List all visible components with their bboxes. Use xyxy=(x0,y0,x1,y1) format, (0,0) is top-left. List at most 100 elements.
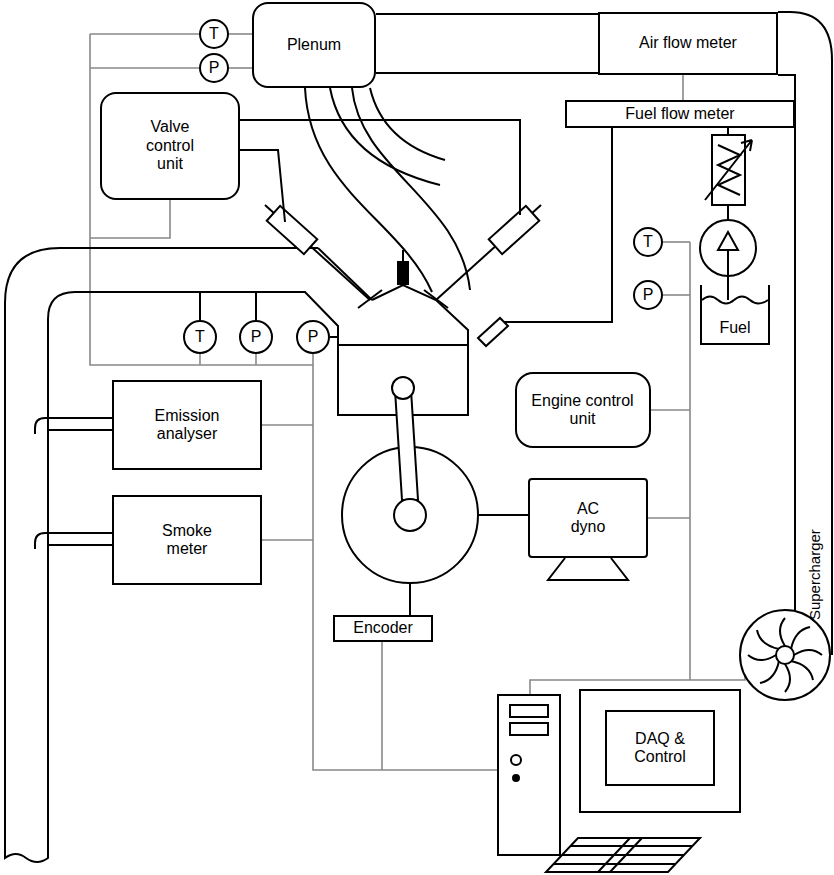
node-text: Emission analyser xyxy=(137,407,237,444)
injector xyxy=(478,318,508,346)
connecting-rod xyxy=(395,390,418,500)
signal-wire xyxy=(229,33,252,35)
intake-runner xyxy=(352,88,470,290)
fuel-line xyxy=(727,205,729,220)
signal-wire xyxy=(90,67,199,69)
signal-wire xyxy=(199,354,201,365)
exhaust-port xyxy=(318,248,372,300)
encoder-shaft xyxy=(409,583,411,615)
pressure-sensor: P xyxy=(633,280,663,310)
signal-wire xyxy=(663,241,690,243)
drive-bay xyxy=(510,723,548,735)
signal-bus xyxy=(313,354,498,770)
signal-wires xyxy=(90,34,745,770)
valve-stem xyxy=(436,205,541,300)
spark-plug xyxy=(398,262,408,284)
signal-wire xyxy=(682,75,684,100)
signal-wire xyxy=(381,642,383,770)
node-text: Air flow meter xyxy=(639,34,737,52)
analyser-box: Smoke meter xyxy=(112,495,262,585)
drive-bay xyxy=(510,705,548,717)
spark-plug xyxy=(402,250,404,262)
screen-box: DAQ & Control xyxy=(605,710,715,786)
valve-wire xyxy=(240,150,285,222)
valve-wire xyxy=(240,120,520,215)
intake-runner xyxy=(370,88,445,160)
node-text: Plenum xyxy=(287,36,341,54)
part-label: Supercharger xyxy=(805,530,822,621)
piston-pin xyxy=(392,377,414,399)
sensor-stem xyxy=(330,336,338,338)
pressure-sensor: P xyxy=(239,320,273,354)
supercharger-fan xyxy=(740,610,830,700)
control-box: Engine control unit xyxy=(515,372,651,448)
node-text: Engine control unit xyxy=(524,392,642,429)
node-text: P xyxy=(209,59,220,77)
node-text: Valve control unit xyxy=(135,118,205,173)
power-button xyxy=(511,755,521,765)
fuel-line xyxy=(727,128,729,135)
signal-bus xyxy=(689,242,691,680)
signal-wire xyxy=(90,33,199,35)
node-text: T xyxy=(209,25,219,43)
power-led xyxy=(513,775,519,781)
analyser-box: Emission analyser xyxy=(112,380,262,470)
pressure-sensor: P xyxy=(296,320,330,354)
pressure-sensor: P xyxy=(199,53,229,83)
keyboard xyxy=(546,838,700,872)
sensor-stem xyxy=(255,292,257,320)
intake-runner xyxy=(330,88,440,185)
valve-head xyxy=(358,290,382,308)
signal-wire xyxy=(229,67,252,69)
signal-wire xyxy=(650,409,690,411)
sample-probe xyxy=(35,533,112,549)
cylinder-head xyxy=(372,285,468,345)
signal-wire xyxy=(663,294,690,296)
node-text: P xyxy=(308,328,319,346)
signal-wire xyxy=(90,200,170,238)
temperature-sensor: T xyxy=(633,227,663,257)
fan-blades xyxy=(748,618,822,692)
monitor-frame xyxy=(580,690,740,812)
node-text: P xyxy=(643,286,654,304)
node-text: T xyxy=(643,233,653,251)
dyno-stand xyxy=(548,558,628,580)
signal-wire xyxy=(262,539,313,541)
temperature-sensor: T xyxy=(183,320,217,354)
control-box: Valve control unit xyxy=(100,92,240,200)
valve-stem xyxy=(265,205,370,300)
supercharger-duct xyxy=(778,75,795,611)
fuel-level xyxy=(702,297,768,304)
sensor-stem xyxy=(199,292,201,320)
fuel-line xyxy=(504,128,612,322)
signal-wire xyxy=(255,354,257,365)
computer-tower xyxy=(498,695,560,855)
valve-head xyxy=(424,290,448,308)
engine-drawing xyxy=(5,12,832,872)
node-text: P xyxy=(251,328,262,346)
node-text: Fuel flow meter xyxy=(625,105,734,123)
valve-actuator xyxy=(267,206,318,254)
fuel-line xyxy=(727,250,729,300)
encoder-box: Encoder xyxy=(333,615,433,642)
sample-probe xyxy=(35,418,112,434)
dyno-box: AC dyno xyxy=(528,478,648,558)
heater-arrow xyxy=(705,140,752,200)
exhaust-pipe xyxy=(5,248,338,862)
node-text: Encoder xyxy=(353,619,413,637)
node-text: Fuel xyxy=(719,319,750,337)
node-text: T xyxy=(195,328,205,346)
temperature-sensor: T xyxy=(199,19,229,49)
meter-box: Air flow meter xyxy=(598,12,778,75)
node-text: Smoke meter xyxy=(151,522,223,559)
pump-symbol xyxy=(718,232,738,250)
signal-wire xyxy=(648,517,690,519)
fuel-tank: Fuel xyxy=(700,285,770,345)
dyno-shaft xyxy=(478,514,528,516)
plenum-box: Plenum xyxy=(252,2,376,88)
meter-box: Fuel flow meter xyxy=(565,100,795,128)
keyboard-keys xyxy=(554,838,692,872)
signal-wire xyxy=(262,424,313,426)
node-text: AC dyno xyxy=(564,500,612,537)
